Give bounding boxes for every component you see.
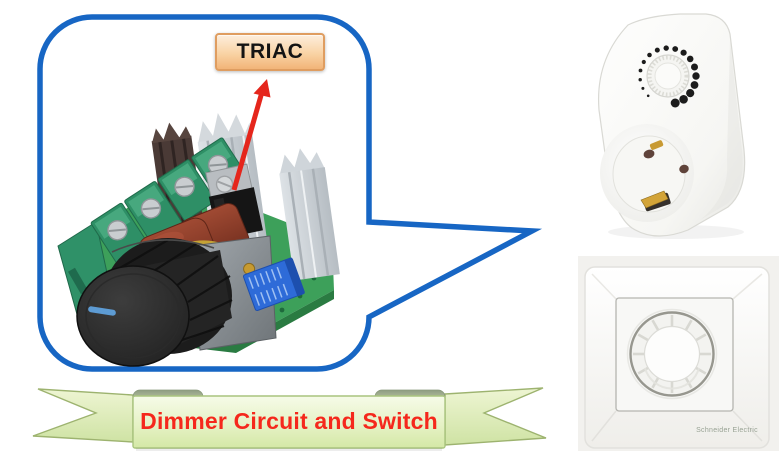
ribbon-band — [132, 395, 446, 449]
ribbon-tail-left — [32, 388, 134, 443]
earth-clip — [649, 140, 664, 150]
ribbon-tail-right — [444, 387, 547, 446]
pin-hole — [643, 149, 655, 159]
potentiometer-knob — [76, 238, 233, 367]
wall-dimmer-photo — [578, 256, 779, 451]
dimmer-scale-dots — [638, 45, 700, 108]
trimmer-potentiometer — [243, 257, 305, 311]
triac-arrow — [231, 79, 271, 191]
dimmer-circuit-photo — [57, 112, 340, 367]
triac-label: TRIAC — [215, 33, 325, 71]
schuko-socket — [600, 124, 694, 222]
plug-dimmer-photo — [597, 13, 746, 239]
pin-hole — [679, 164, 689, 174]
schneider-logo: Schneider Electric — [696, 427, 758, 434]
rotary-knob — [626, 308, 718, 400]
heatsink-right — [279, 148, 340, 281]
banner-title: Dimmer Circuit and Switch — [140, 408, 438, 434]
knob-pointer — [88, 306, 116, 316]
plug-knob — [646, 54, 690, 98]
earth-clip — [640, 190, 669, 209]
ribbon-banner — [32, 387, 547, 451]
